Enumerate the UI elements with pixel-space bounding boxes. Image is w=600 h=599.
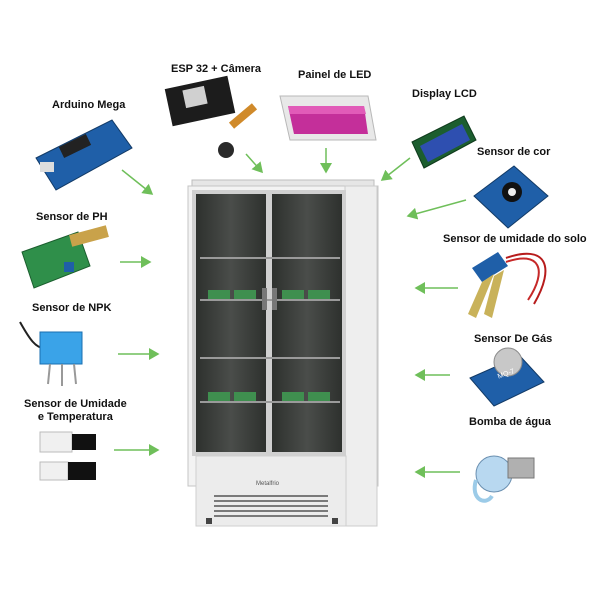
ph-sensor-icon [21,225,109,289]
label-humidity-temperature-line2: e Temperatura [37,411,113,423]
lcd-display-icon [411,115,477,169]
label-humidity-temperature: Sensor de Umidade e Temperatura [24,398,127,424]
label-esp32-camera: ESP 32 + Câmera [171,63,261,75]
arduino-mega-board-icon [35,119,133,191]
shelves [200,257,340,403]
soil-moisture-sensor-icon [468,252,547,318]
gas-sensor-icon: MQ-7 [469,347,545,407]
door-handle [262,288,267,310]
label-water-pump: Bomba de água [469,416,551,428]
cabinet-brand-logo: Metalfrio [256,481,280,487]
led-panel-icon [279,95,377,141]
label-led-panel: Painel de LED [298,69,372,81]
label-color-sensor: Sensor de cor [477,146,551,158]
label-soil-moisture-sensor: Sensor de umidade do solo [443,233,587,245]
left-door [192,190,270,456]
label-humidity-temperature-line1: Sensor de Umidade [24,398,127,410]
right-door [268,190,346,456]
plant-trays [208,290,330,401]
label-ph-sensor: Sensor de PH [36,211,108,223]
vent-grille [214,495,328,517]
label-npk-sensor: Sensor de NPK [32,302,112,314]
npk-sensor-icon [19,321,83,386]
arrow-esp32 [245,153,263,174]
greenhouse-cabinet [187,179,379,527]
color-sensor-icon [473,165,549,229]
arrow-arduino [121,169,154,195]
door-handle [272,288,277,310]
water-pump-icon [472,455,535,503]
label-gas-sensor: Sensor De Gás [474,333,553,345]
label-lcd-display: Display LCD [412,88,477,100]
humidity-temperature-sensor-icon [39,431,96,481]
label-arduino-mega: Arduino Mega [52,99,126,111]
arrow-color-sensor [406,199,467,220]
connection-arrows [114,148,467,478]
esp32-camera-icon [164,75,258,158]
arrow-lcd [380,157,411,181]
